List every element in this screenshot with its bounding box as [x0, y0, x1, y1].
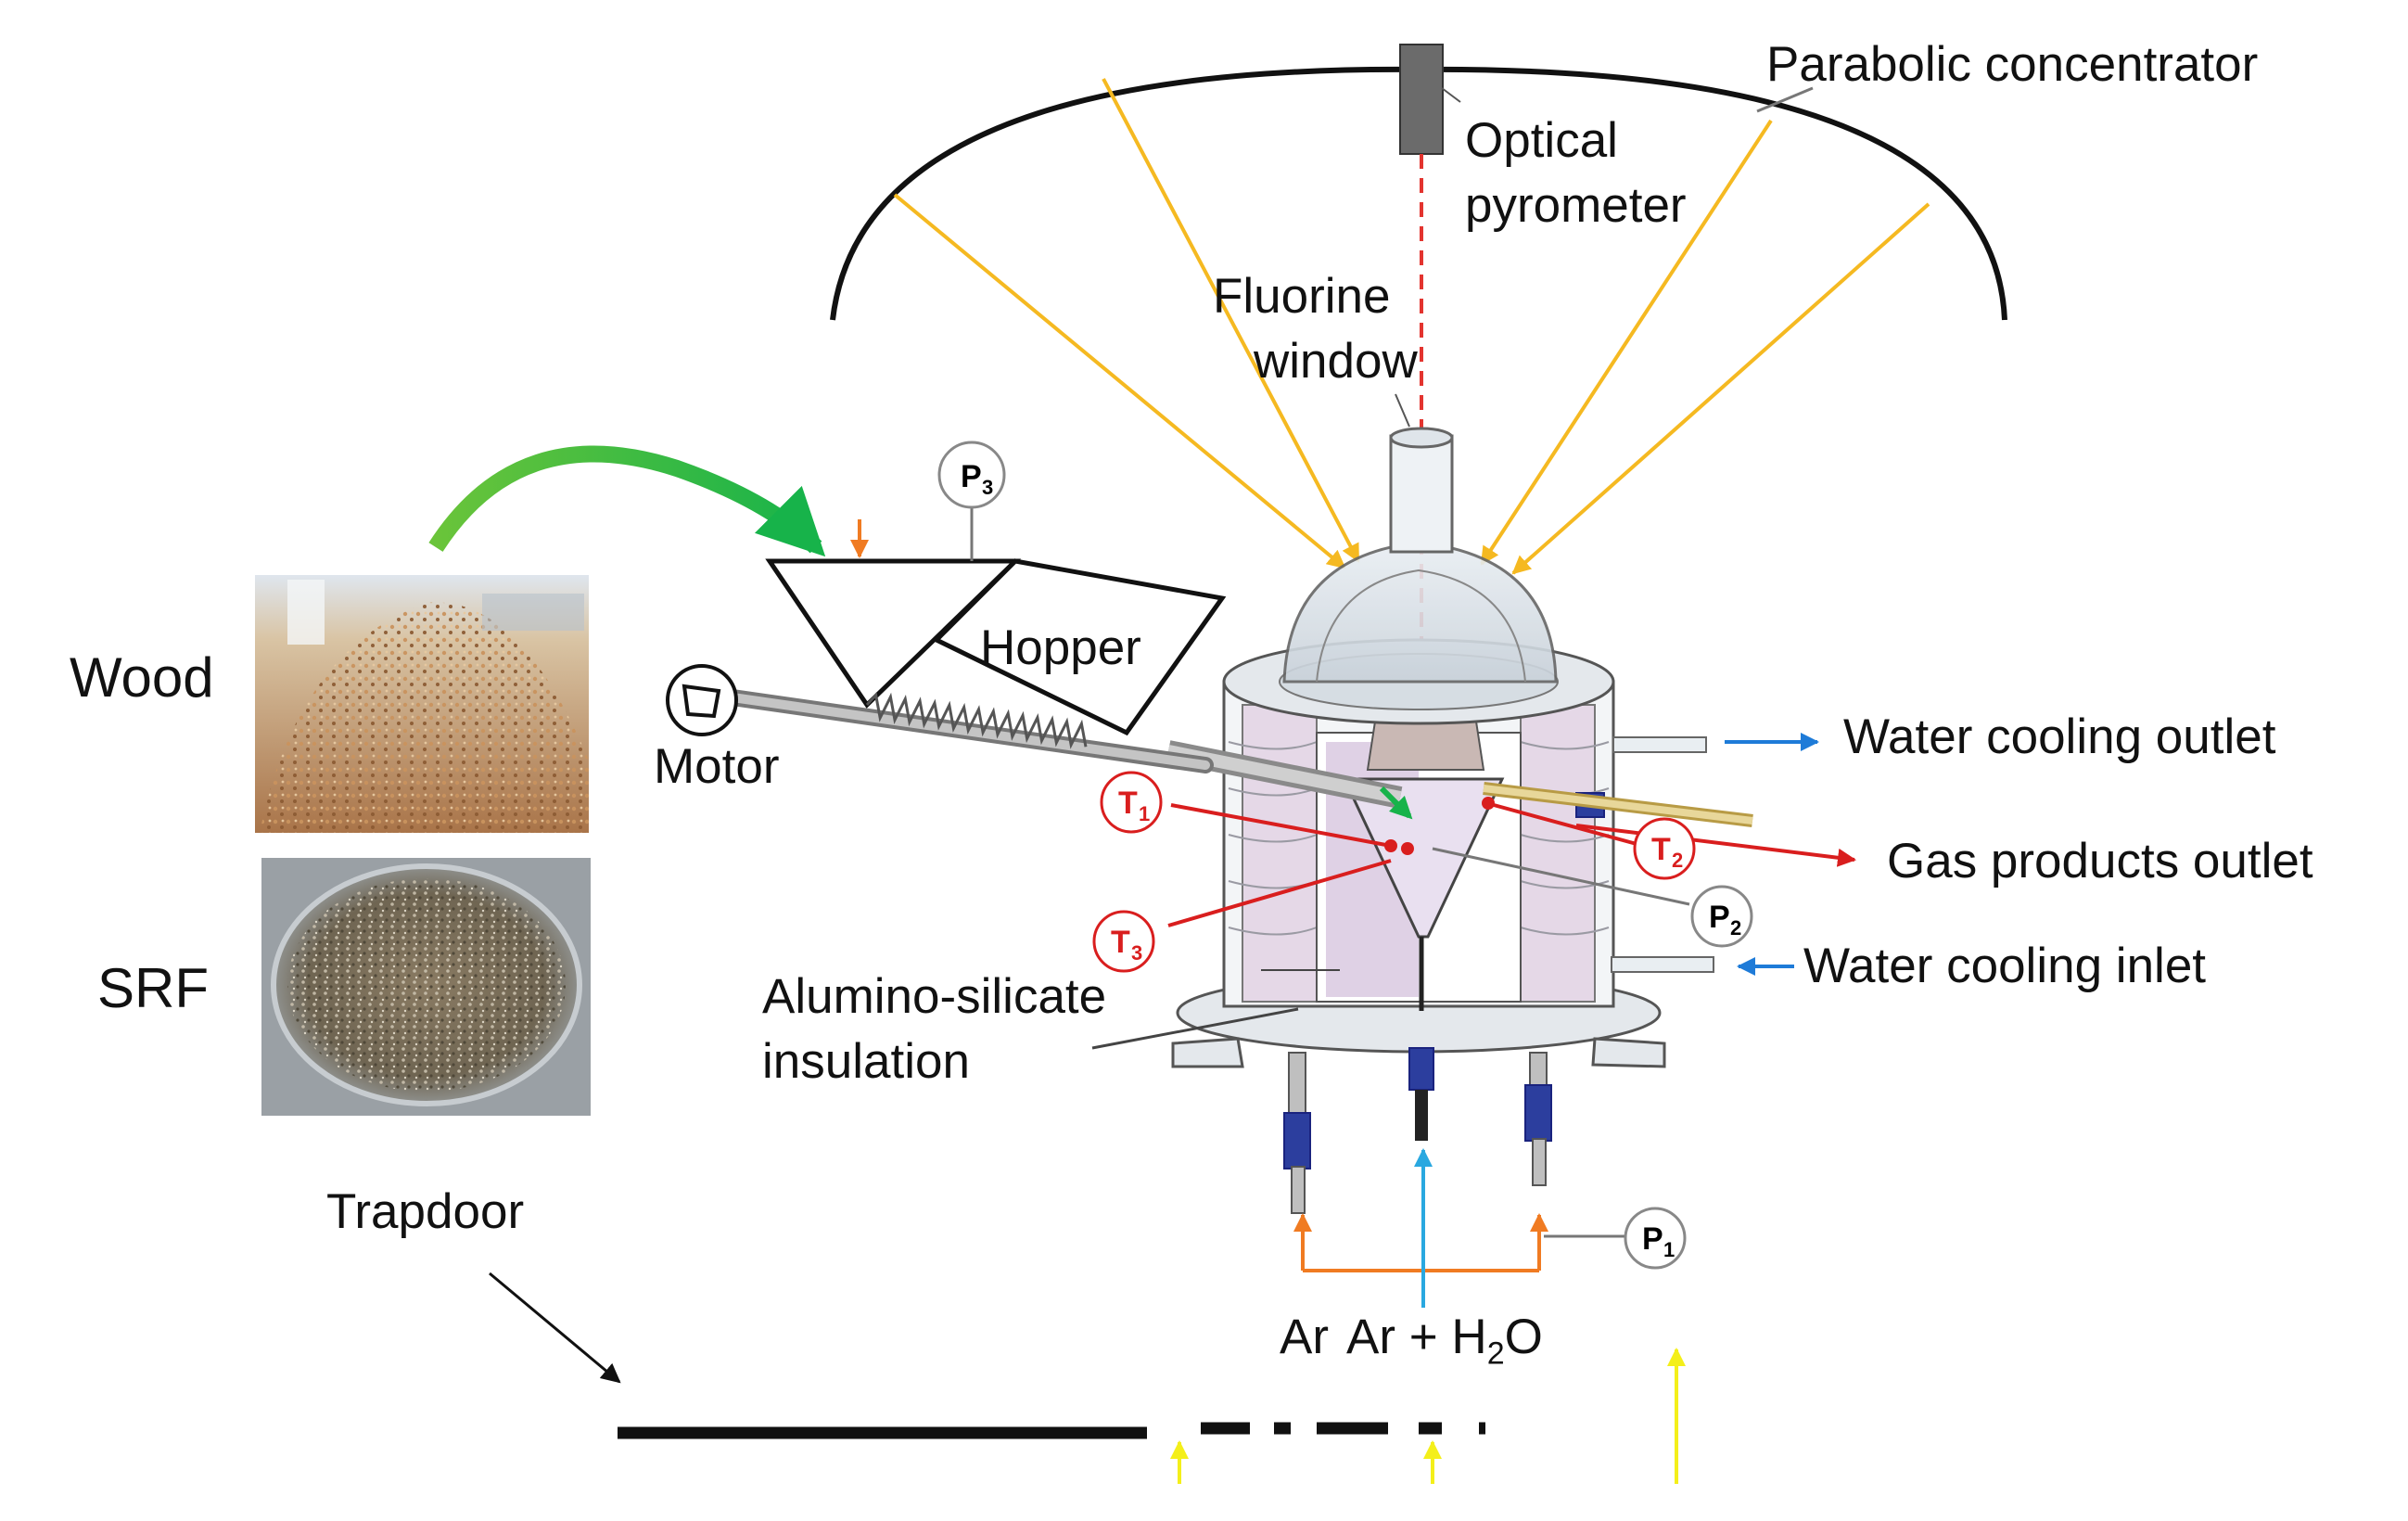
argon-feed-label: Ar: [1280, 1310, 1329, 1364]
argon-steam-prefix: Ar + H: [1346, 1310, 1487, 1364]
svg-text:2: 2: [1730, 916, 1741, 939]
svg-text:P: P: [1642, 1221, 1663, 1257]
svg-text:1: 1: [1663, 1238, 1675, 1261]
pyrometer-leader: [1441, 87, 1461, 103]
optical-pyrometer-label-1: Optical: [1465, 113, 1618, 168]
trapdoor-label: Trapdoor: [326, 1184, 525, 1239]
svg-text:T: T: [1651, 832, 1671, 867]
p2-leader: [1432, 847, 1690, 906]
argon-steam-subscript: 2: [1486, 1336, 1505, 1372]
motor-label: Motor: [654, 739, 780, 794]
feed-arrow: [428, 445, 826, 557]
wood-label: Wood: [70, 646, 214, 709]
t-point-1: [1384, 839, 1397, 852]
svg-text:T: T: [1111, 925, 1130, 960]
sun-rays: [893, 78, 1930, 575]
sensor-t1: T 1: [1100, 771, 1163, 834]
concentrator-leader: [1756, 86, 1814, 113]
sensor-p1: P 1: [1624, 1207, 1687, 1270]
motor-icon: [666, 664, 738, 736]
trapdoor-arrow: [489, 1272, 621, 1384]
hopper: [765, 558, 1227, 736]
parabolic-concentrator-label: Parabolic concentrator: [1766, 37, 2259, 92]
svg-text:2: 2: [1672, 849, 1683, 872]
sensor-t2: T 2: [1633, 817, 1696, 880]
argon-steam-feed-label: Ar + H2O: [1346, 1308, 1543, 1373]
water-cooling-outlet-label: Water cooling outlet: [1843, 709, 2276, 764]
fluorine-window-label-1: Fluorine: [1213, 269, 1391, 324]
optical-pyrometer: [1399, 44, 1444, 155]
srf-label: SRF: [97, 957, 209, 1019]
optical-pyrometer-label-2: pyrometer: [1465, 178, 1687, 233]
argon-steam-suffix: O: [1504, 1310, 1543, 1364]
t-point-3: [1482, 797, 1495, 810]
svg-text:T: T: [1118, 786, 1138, 821]
gas-feed-lines: [1293, 1148, 1548, 1308]
trapdoor-yellow-arrows: [1170, 1348, 1686, 1484]
insulation-label-2: insulation: [762, 1034, 970, 1089]
water-cooling-inlet-label: Water cooling inlet: [1803, 939, 2207, 993]
svg-text:1: 1: [1139, 802, 1150, 825]
insulation-leader: [1091, 1007, 1299, 1050]
inner-green-arrow: [1379, 786, 1413, 820]
sensor-p3: P 3: [937, 441, 1006, 509]
sensor-p2: P 2: [1690, 885, 1753, 948]
gas-products-outlet-label: Gas products outlet: [1887, 834, 2313, 888]
svg-text:P: P: [961, 459, 982, 494]
svg-text:3: 3: [1131, 941, 1142, 965]
screw-feeder: [724, 689, 1214, 773]
t-point-2: [1401, 842, 1414, 855]
wood-photo: [255, 575, 589, 833]
insulation-label-1: Alumino-silicate: [762, 969, 1107, 1024]
thermocouple-leaders: [1167, 800, 1856, 927]
svg-text:P: P: [1709, 900, 1730, 935]
hopper-label: Hopper: [980, 620, 1141, 675]
srf-photo: [261, 858, 591, 1116]
fluorine-window-label-2: window: [1254, 334, 1418, 389]
svg-text:3: 3: [982, 476, 993, 499]
solar-reactor: [1166, 393, 1753, 1214]
sensor-t3: T 3: [1092, 910, 1155, 973]
